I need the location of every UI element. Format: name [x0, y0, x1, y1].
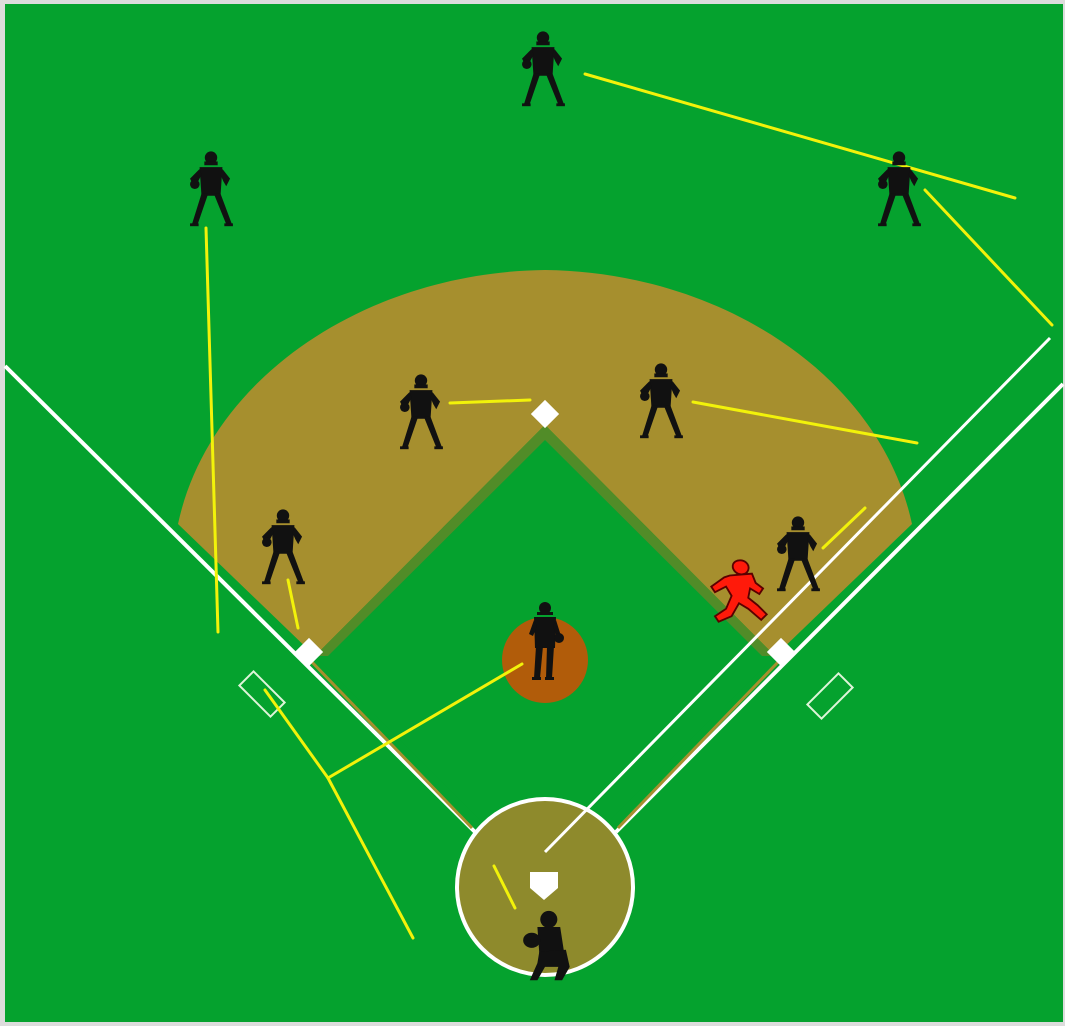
baseball-defense-diagram — [0, 0, 1065, 1026]
